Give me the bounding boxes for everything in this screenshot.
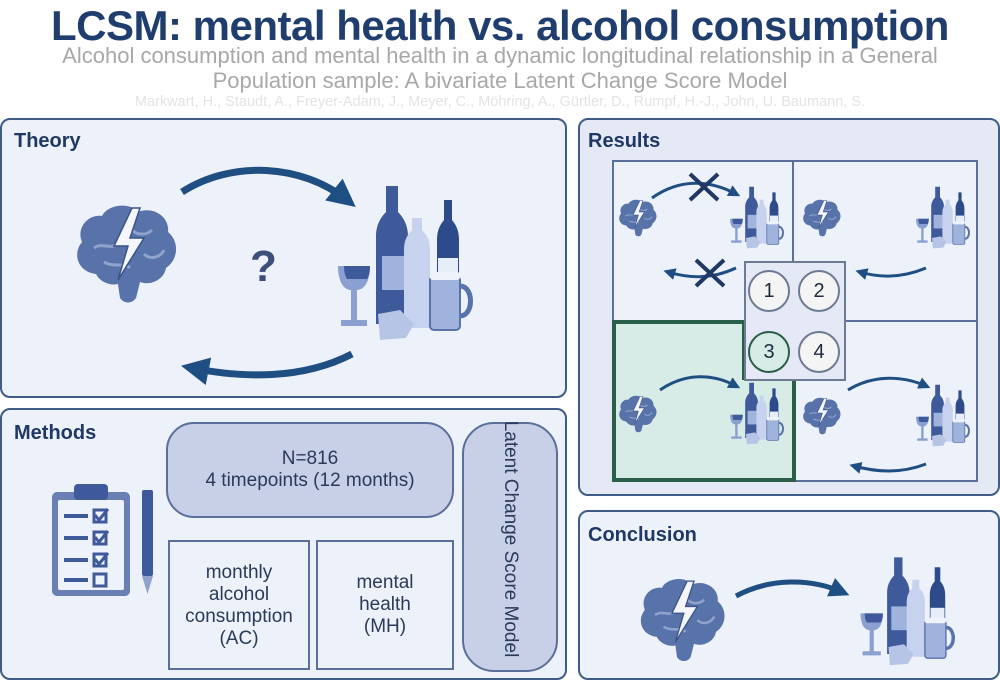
conclusion-panel: Conclusion	[578, 510, 1000, 680]
circle-4: 4	[798, 331, 840, 373]
results-panel: Results 1 2 3 4	[578, 118, 1000, 496]
conclusion-label: Conclusion	[588, 524, 697, 546]
model-name: Latent Change Score Model	[500, 420, 521, 658]
var-mh-line-1: mental	[356, 572, 414, 593]
var-mh-line-2: health	[359, 594, 411, 615]
methods-label: Methods	[14, 422, 97, 444]
subtitle-line-2: Population sample: A bivariate Latent Ch…	[212, 68, 788, 93]
author-list: Markwart, H., Staudt, A., Freyer-Adam, J…	[134, 94, 866, 110]
curved-arrow-icon	[734, 578, 850, 599]
var-mh-line-3: (MH)	[363, 616, 407, 637]
results-label: Results	[588, 130, 661, 152]
curved-arrow-icon	[651, 181, 931, 474]
theory-panel: Theory ?	[0, 118, 567, 398]
circle-1: 1	[748, 270, 790, 312]
page-title: LCSM: mental health vs. alcohol consumpt…	[51, 2, 949, 49]
paper-subtitle: Alcohol consumption and mental health in…	[20, 43, 980, 93]
circle-2: 2	[798, 270, 840, 312]
model-box: Latent Change Score Model	[462, 420, 558, 672]
var-ac-line-3: consumption	[185, 606, 293, 627]
methods-panel: Methods N=816 4 timepoints (12 months) L…	[0, 408, 567, 680]
clipboard-checklist-icon	[52, 484, 130, 596]
variable-alcohol-box: monthly alcohol consumption (AC)	[168, 540, 310, 670]
variable-mental-health-box: mental health (MH)	[316, 540, 454, 670]
var-ac-line-1: monthly	[205, 562, 273, 583]
subtitle-line-1: Alcohol consumption and mental health in…	[62, 43, 938, 68]
var-ac-line-2: alcohol	[208, 584, 270, 605]
pen-icon	[142, 490, 153, 594]
var-ac-line-4: (AC)	[219, 628, 259, 649]
circle-3: 3	[748, 331, 790, 373]
cross-icon	[688, 172, 720, 202]
theory-label: Theory	[14, 130, 81, 152]
sample-size: N=816	[281, 448, 339, 469]
curved-arrow-icon	[180, 166, 356, 386]
timepoints: 4 timepoints (12 months)	[205, 470, 415, 491]
question-mark: ?	[250, 242, 277, 291]
sample-info-box: N=816 4 timepoints (12 months)	[166, 422, 454, 518]
cross-icon	[694, 258, 726, 288]
